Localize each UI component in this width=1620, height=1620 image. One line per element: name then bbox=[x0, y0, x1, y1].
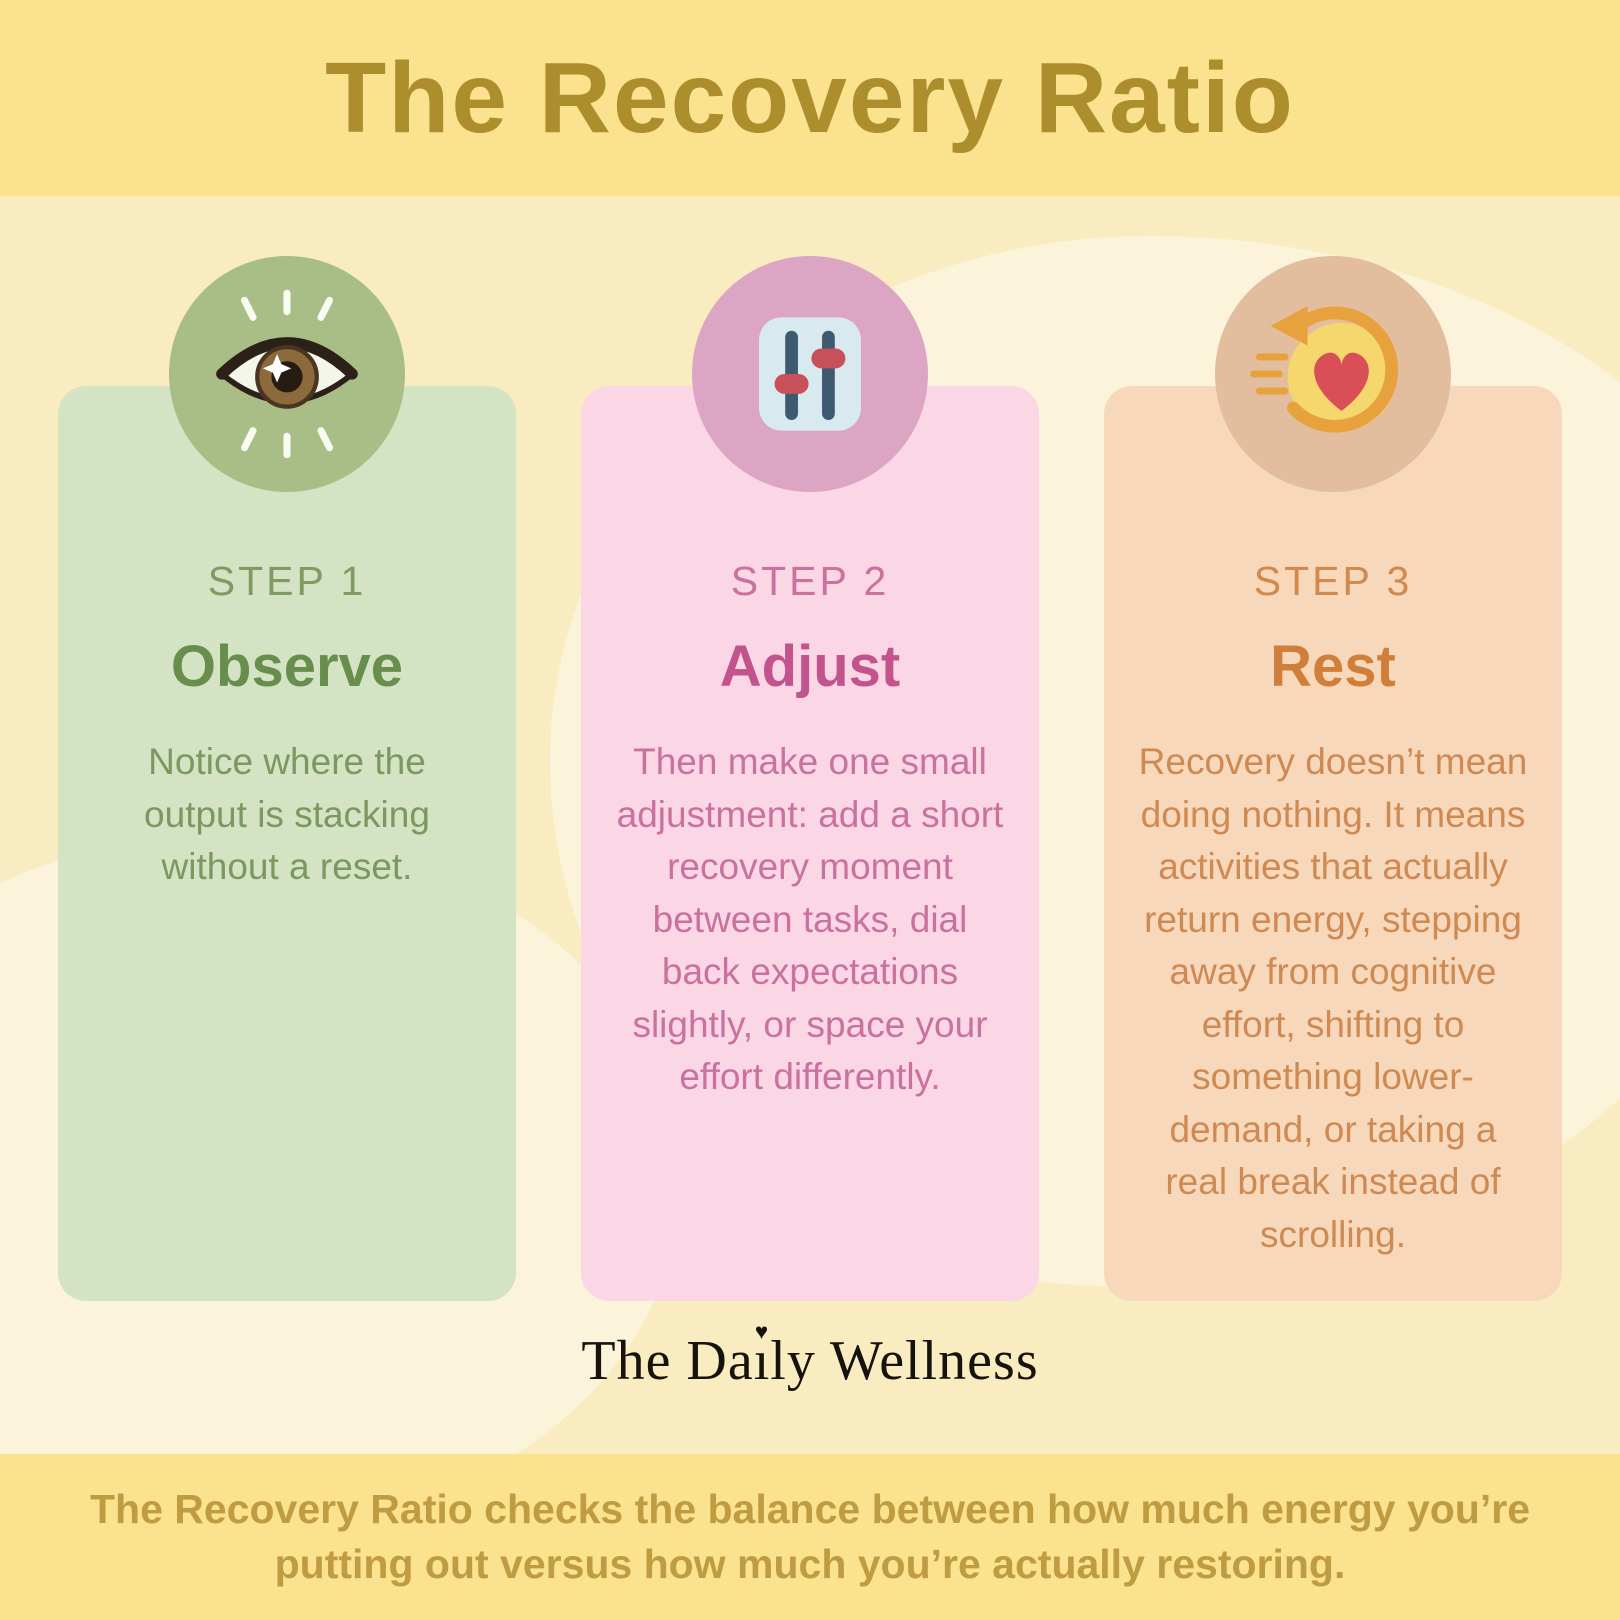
sliders-icon bbox=[759, 317, 861, 431]
top-banner: The Recovery Ratio bbox=[0, 0, 1620, 196]
step1-body: Notice where the output is stacking with… bbox=[144, 741, 430, 888]
heart-refresh-icon bbox=[1250, 306, 1399, 433]
step2-body: Then make one small adjustment: add a sh… bbox=[616, 741, 1004, 1098]
step3-title: Rest bbox=[1270, 634, 1396, 699]
page-title: The Recovery Ratio bbox=[325, 41, 1295, 154]
step1-label: STEP 1 bbox=[207, 558, 367, 604]
step1-title: Observe bbox=[170, 634, 404, 699]
step3-label: STEP 3 bbox=[1253, 558, 1413, 604]
eye-icon bbox=[216, 289, 358, 459]
steps-container: STEP 1 Observe Notice where the output i… bbox=[0, 196, 1620, 1301]
brand-logo-text: The Daı♥ly Wellness bbox=[581, 1319, 1039, 1392]
step2-title: Adjust bbox=[719, 634, 901, 699]
step-card-rest: STEP 3 Rest Recovery doesn’t mean doing … bbox=[1104, 256, 1562, 1301]
bottom-banner: The Recovery Ratio checks the balance be… bbox=[0, 1454, 1620, 1620]
step3-icon-badge bbox=[1215, 256, 1451, 492]
step2-label: STEP 2 bbox=[730, 558, 890, 604]
main-content: STEP 1 Observe Notice where the output i… bbox=[0, 196, 1620, 1534]
brand-logo: The Daı♥ly Wellness bbox=[0, 1319, 1620, 1393]
step-card-observe: STEP 1 Observe Notice where the output i… bbox=[58, 256, 516, 1301]
footer-description: The Recovery Ratio checks the balance be… bbox=[89, 1485, 1531, 1587]
step2-icon-badge bbox=[692, 256, 928, 492]
heart-icon: ♥ bbox=[754, 1319, 770, 1345]
step-card-adjust: STEP 2 Adjust Then make one small adjust… bbox=[581, 256, 1039, 1301]
step1-icon-badge bbox=[169, 256, 405, 492]
step3-body: Recovery doesn’t mean doing nothing. It … bbox=[1138, 741, 1528, 1255]
